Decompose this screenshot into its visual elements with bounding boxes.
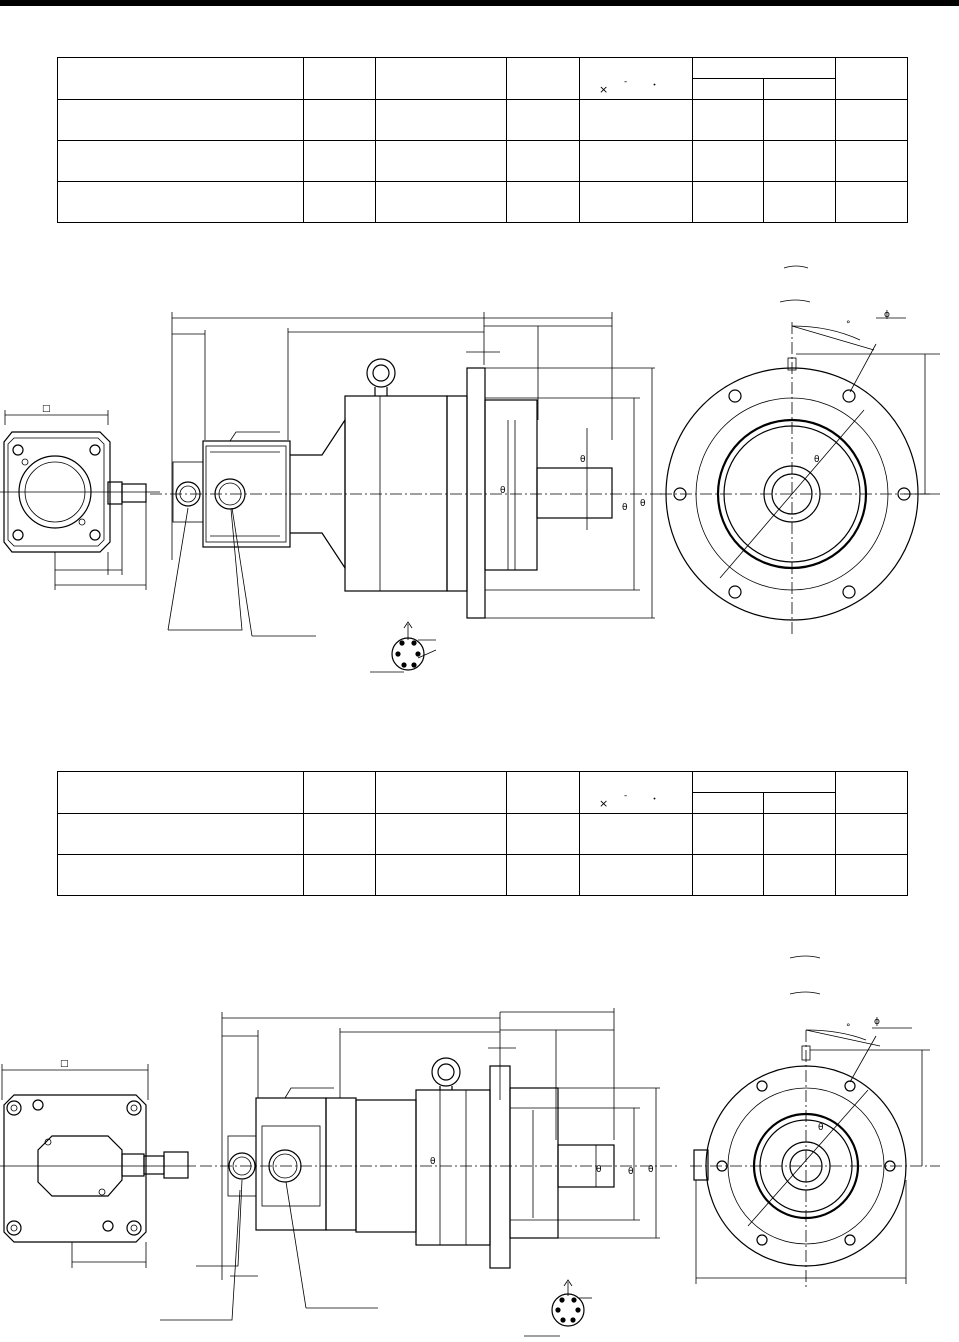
dot-glyph: ・ [650, 795, 660, 805]
header-cell [579, 57, 693, 100]
theta-symbol: θ [640, 499, 646, 509]
table-row [57, 813, 908, 855]
header-subcell [763, 78, 836, 100]
table-row [57, 854, 908, 896]
header-cell [303, 771, 376, 814]
side-view-2 [160, 1008, 680, 1321]
header-cell [375, 57, 507, 100]
theta-symbol: θ [596, 1165, 602, 1175]
spec-table-1 [57, 57, 908, 223]
table-row [57, 181, 908, 223]
motor-drawing-1: □ [0, 265, 940, 673]
times-glyph: × [599, 797, 609, 810]
header-cell [375, 771, 507, 814]
theta-symbol: θ [580, 455, 586, 465]
phi-symbol: ϕ [874, 1017, 880, 1027]
header-cell [506, 771, 580, 814]
table-row [57, 99, 908, 141]
theta-symbol: θ [814, 455, 820, 465]
connector-pin-view-2 [524, 1279, 592, 1337]
end-view-2 [0, 1064, 196, 1268]
end-view-1 [0, 410, 160, 590]
theta-symbol: θ [648, 1165, 654, 1175]
header-subcell [692, 78, 764, 100]
theta-symbol: θ [430, 1157, 436, 1167]
spec-table-2 [57, 771, 908, 896]
table-row [57, 140, 908, 182]
header-cell [835, 57, 908, 100]
phi-symbol: ϕ [884, 310, 890, 320]
motor-drawing-2: □ [0, 955, 940, 1337]
flange-front-view-2 [690, 955, 940, 1290]
side-view-1 [150, 312, 662, 637]
header-cell [692, 57, 836, 79]
dash-glyph: - [624, 77, 628, 87]
header-cell [57, 57, 304, 100]
square-symbol: □ [60, 1059, 69, 1069]
connector-pin-view-1 [370, 621, 437, 673]
theta-symbol: θ [818, 1123, 824, 1133]
dash-glyph: - [624, 791, 628, 801]
header-subcell [692, 792, 764, 814]
header-cell [692, 771, 836, 793]
theta-symbol: θ [500, 486, 506, 496]
header-cell [57, 771, 304, 814]
header-cell [506, 57, 580, 100]
theta-symbol: θ [622, 503, 628, 513]
square-symbol: □ [42, 404, 51, 414]
flange-front-view-1 [660, 265, 940, 634]
header-cell [579, 771, 693, 814]
header-subcell [763, 792, 836, 814]
degree-symbol: ° [846, 1023, 851, 1033]
header-cell [835, 771, 908, 814]
degree-symbol: ° [846, 320, 851, 330]
theta-symbol: θ [628, 1167, 634, 1177]
header-cell [303, 57, 376, 100]
times-glyph: × [599, 83, 609, 96]
top-rule [0, 0, 959, 6]
dot-glyph: ・ [650, 81, 660, 91]
